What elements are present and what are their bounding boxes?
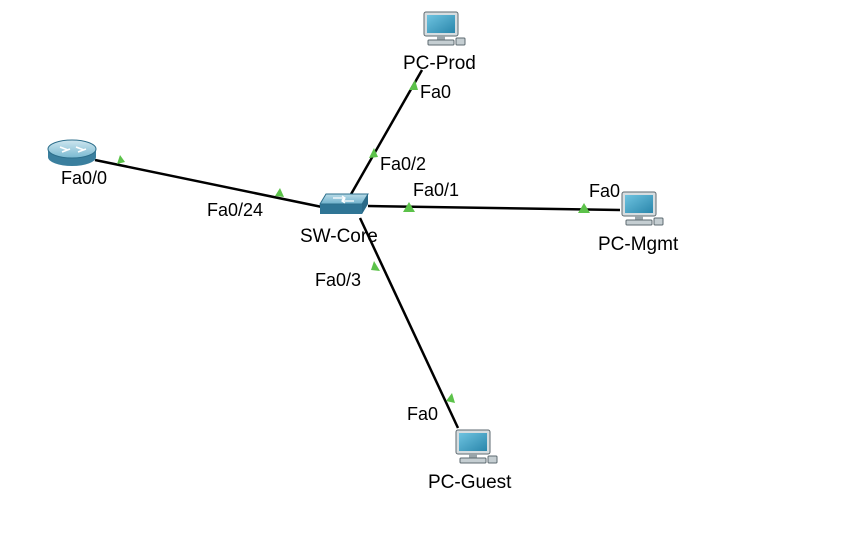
link-light-router-fa0-0: [117, 155, 125, 164]
pc-guest-label: PC-Guest: [428, 472, 512, 493]
pc-icon: [621, 191, 664, 226]
link-light-prod-fa0: [409, 80, 418, 90]
link-light-switch-fa0-3: [371, 261, 380, 271]
pc-icon: [423, 11, 466, 46]
port-labels: Fa0/0 Fa0/24 Fa0/2 Fa0 Fa0/1 Fa0 Fa0/3 F…: [61, 82, 620, 424]
port-label-switch-fa0-3: Fa0/3: [315, 270, 361, 290]
cable-switch-prod[interactable]: [348, 69, 424, 197]
port-label-switch-fa0-24: Fa0/24: [207, 200, 263, 220]
port-label-switch-fa0-1: Fa0/1: [413, 180, 459, 200]
switch-device[interactable]: SW-Core: [300, 193, 378, 247]
pc-mgmt-device[interactable]: PC-Mgmt: [598, 191, 679, 255]
pc-prod-label: PC-Prod: [403, 53, 476, 74]
pc-guest-device[interactable]: PC-Guest: [428, 429, 512, 493]
switch-icon: [319, 193, 369, 214]
cables: [94, 69, 621, 429]
port-label-router-fa0-0: Fa0/0: [61, 168, 107, 188]
switch-label: SW-Core: [300, 226, 378, 247]
port-label-mgmt-fa0: Fa0: [589, 181, 620, 201]
link-light-mgmt-fa0: [578, 203, 590, 213]
link-light-switch-fa0-1: [403, 202, 415, 212]
link-light-guest-fa0: [446, 393, 455, 403]
port-label-switch-fa0-2: Fa0/2: [380, 154, 426, 174]
pc-icon: [455, 429, 498, 464]
router-device[interactable]: [47, 139, 97, 166]
link-lights: [117, 80, 590, 403]
cable-router-switch[interactable]: [94, 158, 323, 209]
link-light-switch-fa0-24: [275, 188, 284, 197]
port-label-guest-fa0: Fa0: [407, 404, 438, 424]
pc-prod-device[interactable]: PC-Prod: [403, 11, 476, 74]
link-light-switch-fa0-2: [369, 148, 378, 158]
router-icon: [47, 139, 97, 166]
cable-switch-guest[interactable]: [358, 217, 460, 429]
pc-mgmt-label: PC-Mgmt: [598, 234, 679, 255]
port-label-prod-fa0: Fa0: [420, 82, 451, 102]
